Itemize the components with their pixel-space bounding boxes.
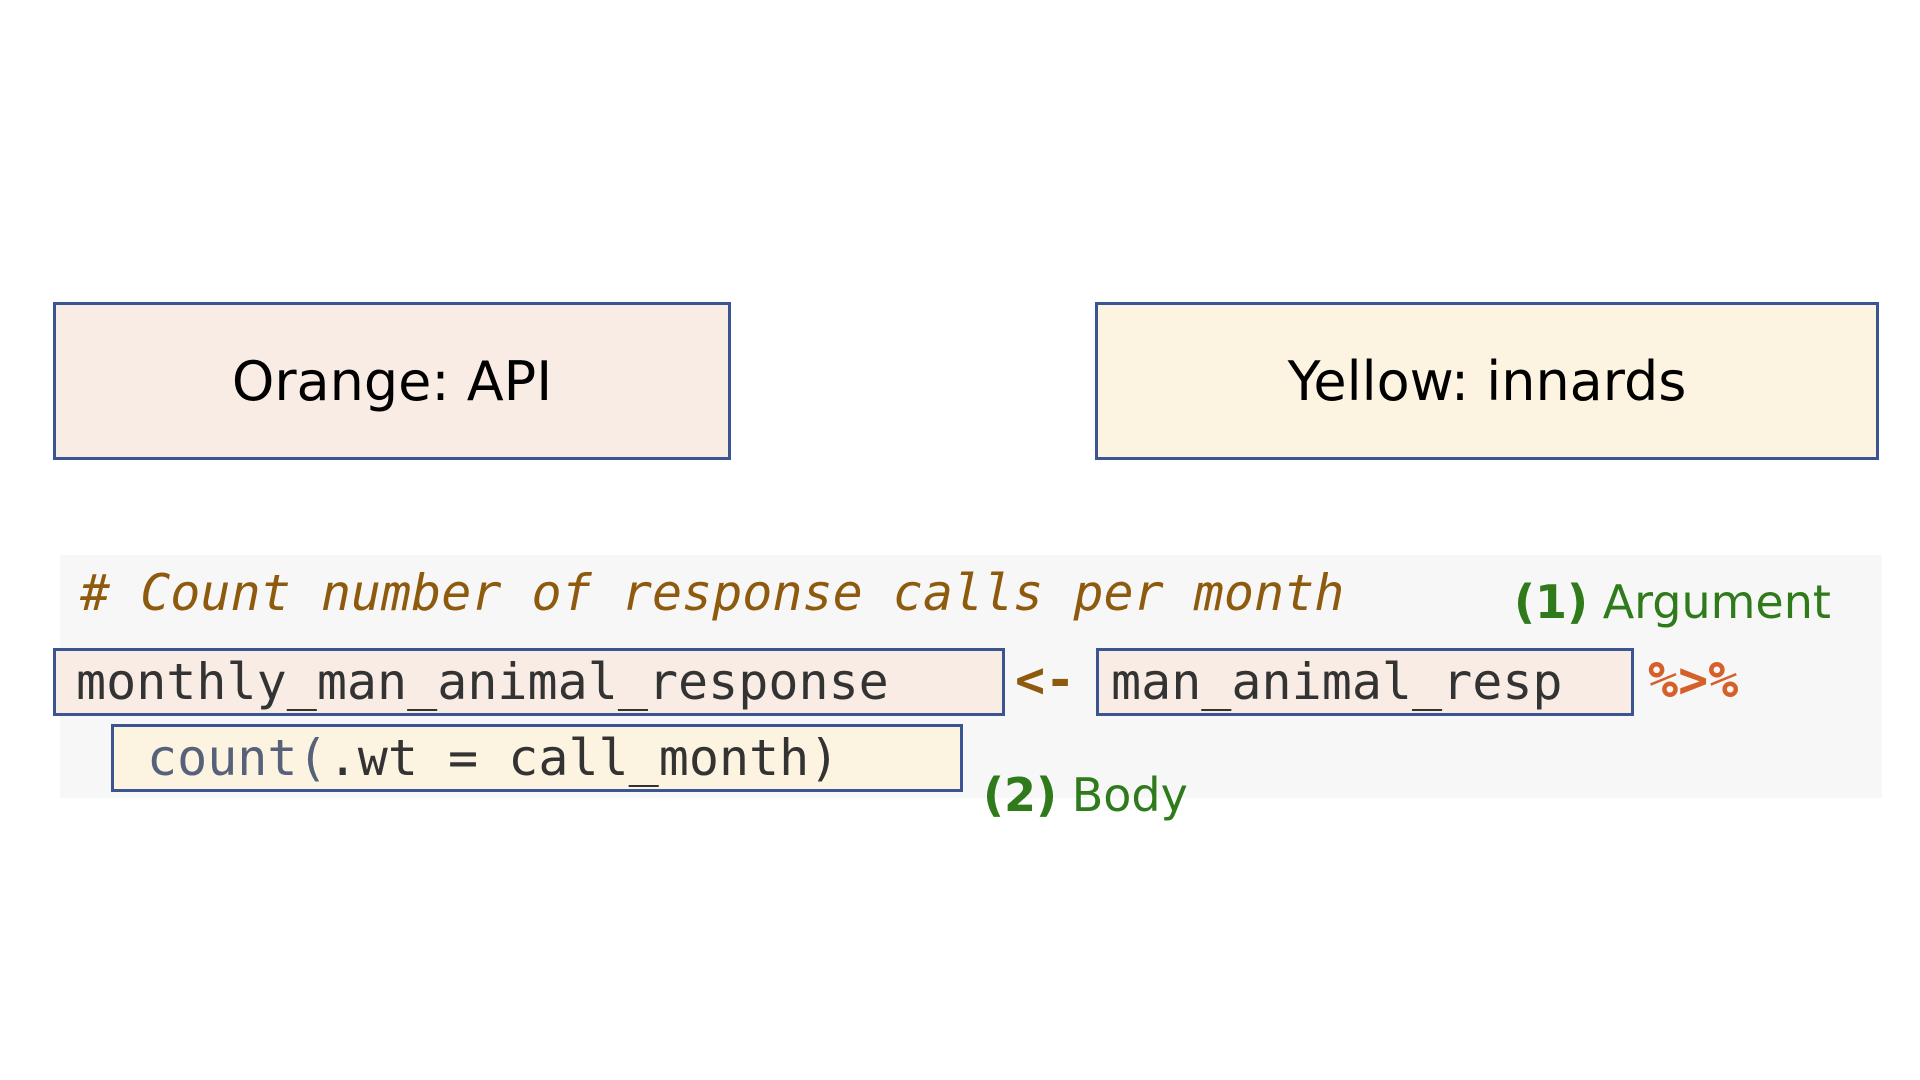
body-function: count( bbox=[147, 729, 328, 787]
lhs-variable: monthly_man_animal_response bbox=[76, 653, 889, 711]
body-code: count(.wt = call_month) bbox=[147, 729, 839, 787]
assignment-operator: <- bbox=[1015, 651, 1076, 709]
legend-orange-label: Orange: API bbox=[231, 349, 553, 413]
legend-yellow-label: Yellow: innards bbox=[1287, 349, 1687, 413]
annotation-body-number: (2) bbox=[983, 768, 1058, 822]
rhs-highlight-box: man_animal_resp bbox=[1096, 648, 1634, 716]
annotation-body: (2) Body bbox=[983, 768, 1188, 822]
legend-yellow-innards: Yellow: innards bbox=[1095, 302, 1879, 460]
code-comment: # Count number of response calls per mon… bbox=[80, 564, 1345, 622]
body-highlight-box: count(.wt = call_month) bbox=[111, 724, 963, 792]
pipe-operator: %>% bbox=[1648, 651, 1739, 709]
legend-orange-api: Orange: API bbox=[53, 302, 731, 460]
lhs-highlight-box: monthly_man_animal_response bbox=[53, 648, 1005, 716]
annotation-argument-text: Argument bbox=[1602, 575, 1831, 629]
rhs-variable: man_animal_resp bbox=[1111, 653, 1563, 711]
annotation-body-text: Body bbox=[1071, 768, 1188, 822]
annotation-argument-number: (1) bbox=[1514, 575, 1589, 629]
annotation-argument: (1) Argument bbox=[1514, 575, 1831, 629]
body-argument: .wt = call_month) bbox=[327, 729, 840, 787]
